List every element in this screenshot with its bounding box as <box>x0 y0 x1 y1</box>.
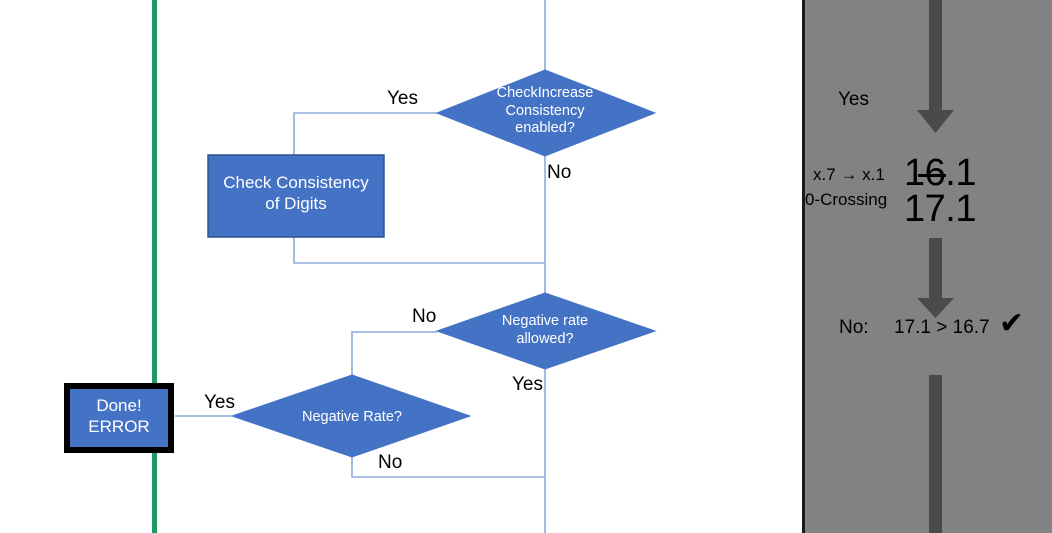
panel-comparison-prefix: No: <box>839 317 869 338</box>
panel-comparison-text: 17.1 > 16.7 <box>894 317 990 338</box>
edge-label-yes-check-increase: Yes <box>387 88 418 109</box>
edge-label-yes-negative-rate: Yes <box>204 392 235 413</box>
panel-value-result: 17.1 <box>904 188 976 230</box>
node-negative-rate-allowed[interactable] <box>435 292 657 370</box>
panel-rule-line-2: 0-Crossing <box>805 190 888 209</box>
edge-label-no-negative-rate-allowed: No <box>412 306 437 327</box>
annotation-panel: Yes x.7 → x.1 0-Crossing 16.1 17.1 No: 1… <box>802 0 1052 533</box>
check-icon: ✔ <box>999 306 1025 341</box>
strikethrough-mark <box>918 174 946 177</box>
node-check-consistency-of-digits[interactable] <box>207 154 385 238</box>
connector-no-negative-allowed <box>351 331 437 375</box>
arrow-shaft-bottom-icon <box>929 375 942 533</box>
panel-rule-line-1: x.7 → x.1 <box>813 165 885 184</box>
node-check-increase-consistency[interactable] <box>435 69 657 157</box>
panel-value-struck: 16.1 <box>904 152 976 194</box>
edge-label-no-negative-rate: No <box>378 452 403 473</box>
node-done-error[interactable] <box>64 383 174 453</box>
node-negative-rate[interactable] <box>230 374 472 458</box>
panel-yes-label: Yes <box>838 89 869 110</box>
edge-label-yes-negative-rate-allowed: Yes <box>512 374 543 395</box>
connector-process-to-spine <box>293 237 545 264</box>
connector-no-negative-rate <box>351 457 545 478</box>
arrow-down-middle-icon <box>917 238 954 318</box>
edge-label-no-check-increase: No <box>547 162 572 183</box>
panel-arrow-graphics <box>917 0 954 533</box>
arrow-down-top-icon <box>917 0 954 133</box>
connector-yes-check-increase <box>293 112 437 155</box>
